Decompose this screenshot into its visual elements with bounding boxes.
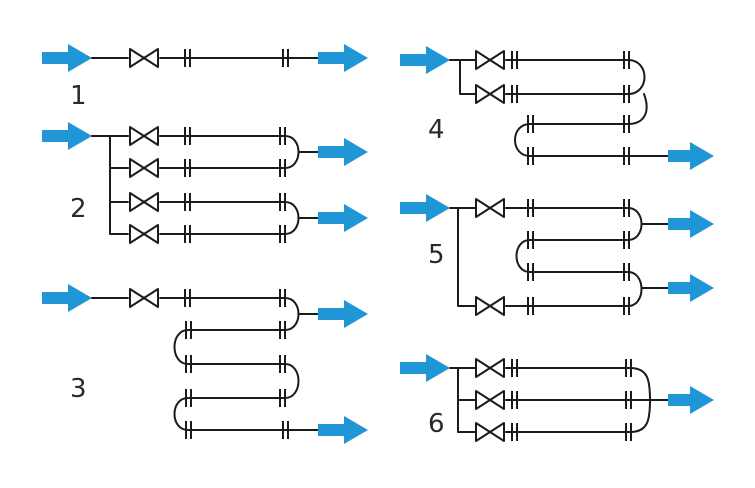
flange-icon bbox=[623, 263, 630, 281]
scheme-number: 2 bbox=[70, 194, 87, 224]
inlet-arrow-icon bbox=[400, 194, 450, 222]
valve-icon bbox=[129, 224, 159, 244]
flange-icon bbox=[511, 391, 518, 409]
flange-icon bbox=[279, 159, 286, 177]
scheme-number: 3 bbox=[70, 374, 87, 404]
flange-icon bbox=[511, 85, 518, 103]
flange-icon bbox=[527, 231, 534, 249]
flange-icon bbox=[511, 51, 518, 69]
flange-icon bbox=[527, 297, 534, 315]
flange-icon bbox=[279, 355, 286, 373]
pipe bbox=[449, 59, 669, 157]
outlet-arrow-icon bbox=[318, 204, 368, 232]
valve-icon bbox=[129, 158, 159, 178]
outlet-arrow-icon bbox=[668, 142, 714, 170]
scheme-number: 5 bbox=[428, 240, 445, 270]
flange-icon bbox=[279, 289, 286, 307]
outlet-arrow-icon bbox=[318, 138, 368, 166]
outlet-arrow-icon bbox=[668, 274, 714, 302]
flange-icon bbox=[511, 359, 518, 377]
scheme-1: 1 bbox=[42, 44, 368, 111]
valve-icon bbox=[475, 50, 505, 70]
flange-icon bbox=[184, 159, 191, 177]
inlet-arrow-icon bbox=[42, 284, 92, 312]
valve-icon bbox=[475, 198, 505, 218]
scheme-6: 6 bbox=[400, 354, 714, 442]
pipe bbox=[91, 135, 319, 235]
valve-icon bbox=[475, 358, 505, 378]
flange-icon bbox=[279, 225, 286, 243]
valve-icon bbox=[129, 126, 159, 146]
flange-icon bbox=[625, 391, 632, 409]
scheme-2: 2 bbox=[42, 122, 368, 244]
valve-icon bbox=[475, 422, 505, 442]
flange-icon bbox=[184, 193, 191, 211]
flange-icon bbox=[185, 321, 192, 339]
inlet-arrow-icon bbox=[42, 122, 92, 150]
outlet-arrow-icon bbox=[668, 210, 714, 238]
outlet-arrow-icon bbox=[668, 386, 714, 414]
flange-icon bbox=[279, 127, 286, 145]
scheme-3: 3 bbox=[42, 284, 368, 444]
flange-icon bbox=[185, 389, 192, 407]
pipe bbox=[91, 297, 319, 431]
flange-icon bbox=[184, 127, 191, 145]
flange-icon bbox=[282, 421, 289, 439]
flange-icon bbox=[623, 231, 630, 249]
outlet-arrow-icon bbox=[318, 300, 368, 328]
flange-icon bbox=[623, 297, 630, 315]
valve-icon bbox=[475, 390, 505, 410]
pipe bbox=[449, 367, 669, 433]
flange-icon bbox=[623, 115, 630, 133]
flange-icon bbox=[623, 147, 630, 165]
flange-icon bbox=[623, 51, 630, 69]
valve-icon bbox=[475, 296, 505, 316]
flange-icon bbox=[625, 359, 632, 377]
valve-icon bbox=[129, 192, 159, 212]
scheme-5: 5 bbox=[400, 194, 714, 316]
flange-icon bbox=[625, 423, 632, 441]
pipe bbox=[449, 207, 669, 307]
flange-icon bbox=[279, 389, 286, 407]
scheme-number: 4 bbox=[428, 115, 445, 145]
valve-icon bbox=[129, 48, 159, 68]
flange-icon bbox=[279, 193, 286, 211]
flange-icon bbox=[527, 263, 534, 281]
flange-icon bbox=[623, 199, 630, 217]
flange-icon bbox=[279, 321, 286, 339]
flange-icon bbox=[282, 49, 289, 67]
flange-icon bbox=[527, 115, 534, 133]
outlet-arrow-icon bbox=[318, 416, 368, 444]
flange-icon bbox=[511, 423, 518, 441]
flange-icon bbox=[184, 289, 191, 307]
flange-icon bbox=[185, 421, 192, 439]
scheme-4: 4 bbox=[400, 46, 714, 170]
scheme-number: 1 bbox=[70, 81, 87, 111]
outlet-arrow-icon bbox=[318, 44, 368, 72]
flange-icon bbox=[527, 199, 534, 217]
scheme-number: 6 bbox=[428, 409, 445, 439]
flange-icon bbox=[185, 355, 192, 373]
inlet-arrow-icon bbox=[42, 44, 92, 72]
flange-icon bbox=[184, 49, 191, 67]
flange-icon bbox=[527, 147, 534, 165]
valve-icon bbox=[129, 288, 159, 308]
flange-icon bbox=[623, 85, 630, 103]
valve-icon bbox=[475, 84, 505, 104]
flange-icon bbox=[184, 225, 191, 243]
inlet-arrow-icon bbox=[400, 46, 450, 74]
inlet-arrow-icon bbox=[400, 354, 450, 382]
